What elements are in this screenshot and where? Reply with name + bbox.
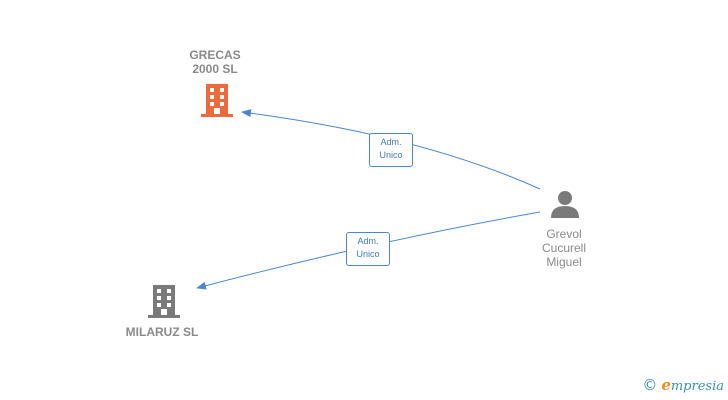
role-label-line: Adm. — [380, 137, 402, 147]
company-name-line: 2000 SL — [192, 62, 238, 76]
footer-brand: © empresia — [642, 376, 724, 394]
person-name-line: Cucurell — [541, 241, 586, 255]
edge-role-badge[interactable]: Adm. Unico — [369, 133, 413, 167]
person-icon[interactable] — [551, 191, 579, 218]
company-name-line: GRECAS — [189, 48, 241, 62]
person-name-line: Miguel — [546, 255, 582, 269]
person-label[interactable]: Grevol Cucurell Miguel — [522, 227, 606, 269]
brand-logo-e: e — [661, 376, 671, 394]
copyright-icon: © — [642, 376, 658, 394]
person-name-line: Grevol — [546, 227, 582, 241]
role-label-line: Unico — [356, 249, 380, 259]
role-label-line: Adm. — [357, 236, 379, 246]
company-name-line: MILARUZ SL — [125, 325, 199, 339]
building-icon[interactable] — [148, 285, 180, 318]
company-label-milaruz[interactable]: MILARUZ SL — [112, 325, 212, 339]
brand-logo[interactable]: empresia — [661, 376, 724, 394]
brand-logo-rest: mpresia — [670, 379, 724, 394]
company-label-grecas[interactable]: GRECAS 2000 SL — [165, 48, 265, 76]
role-label-line: Unico — [379, 150, 403, 160]
building-icon[interactable] — [201, 84, 233, 117]
edge-role-badge[interactable]: Adm. Unico — [346, 232, 390, 266]
